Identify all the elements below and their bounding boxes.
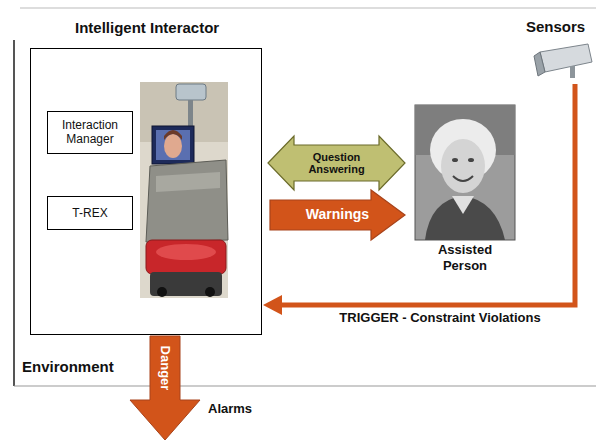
block-arrow bbox=[268, 136, 405, 190]
edge-label: Warnings bbox=[293, 207, 383, 222]
arrow-label: Danger bbox=[158, 346, 173, 391]
trigger-line bbox=[279, 84, 575, 305]
warning-arrow bbox=[270, 190, 405, 240]
camera-mount bbox=[570, 66, 575, 78]
arrowhead bbox=[263, 295, 282, 315]
robot-base bbox=[146, 240, 226, 274]
region-label: Environment bbox=[22, 358, 114, 375]
environment-frame bbox=[20, 8, 596, 9]
person-smile bbox=[453, 176, 473, 181]
person-photo bbox=[415, 105, 515, 240]
danger-arrow bbox=[130, 336, 200, 440]
person-body bbox=[425, 196, 505, 240]
trigger-line bbox=[263, 84, 575, 315]
camera-body bbox=[540, 44, 592, 72]
person-eye bbox=[468, 158, 474, 162]
sensor-node: Sensors bbox=[518, 18, 593, 84]
camera-lens bbox=[534, 52, 545, 76]
robot-body bbox=[156, 172, 220, 192]
box-text: Assisted Person bbox=[422, 242, 508, 273]
edge-label: Question Answering bbox=[298, 151, 376, 175]
robot-face bbox=[164, 134, 182, 158]
block-arrow bbox=[270, 190, 405, 240]
robot-wheel bbox=[157, 287, 167, 297]
process-box: T-REX bbox=[47, 196, 133, 230]
robot-head bbox=[176, 84, 206, 100]
robot-wheel bbox=[205, 287, 215, 297]
person-collar bbox=[452, 196, 474, 214]
robot-body bbox=[146, 160, 228, 242]
camera-icon bbox=[534, 44, 592, 78]
robot-face bbox=[164, 130, 182, 140]
robot-illustration bbox=[140, 82, 228, 298]
person-node: Assisted Person bbox=[410, 100, 520, 277]
box-text: Sensors bbox=[526, 18, 591, 36]
interactor-box: Intelligent InteractorInteraction Manage… bbox=[30, 48, 262, 335]
process-box: Interaction Manager bbox=[47, 111, 133, 154]
robot-base bbox=[156, 244, 216, 260]
box-text: Interaction Manager bbox=[53, 118, 127, 147]
robot-wheels bbox=[150, 272, 222, 296]
robot-screen bbox=[152, 126, 194, 164]
person-face bbox=[441, 139, 485, 193]
edge-label: TRIGGER - Constraint Violations bbox=[300, 311, 580, 325]
person-eye bbox=[452, 158, 458, 162]
question-answering-arrow bbox=[268, 136, 405, 190]
environment-frame bbox=[13, 40, 15, 386]
photo-background bbox=[140, 82, 228, 298]
environment-frame bbox=[14, 386, 596, 387]
robot-screen bbox=[156, 130, 190, 160]
box-heading: Intelligent Interactor bbox=[75, 19, 219, 37]
box-text: T-REX bbox=[53, 206, 127, 220]
output-label: Alarms bbox=[208, 401, 252, 416]
photo-frame bbox=[415, 105, 515, 240]
